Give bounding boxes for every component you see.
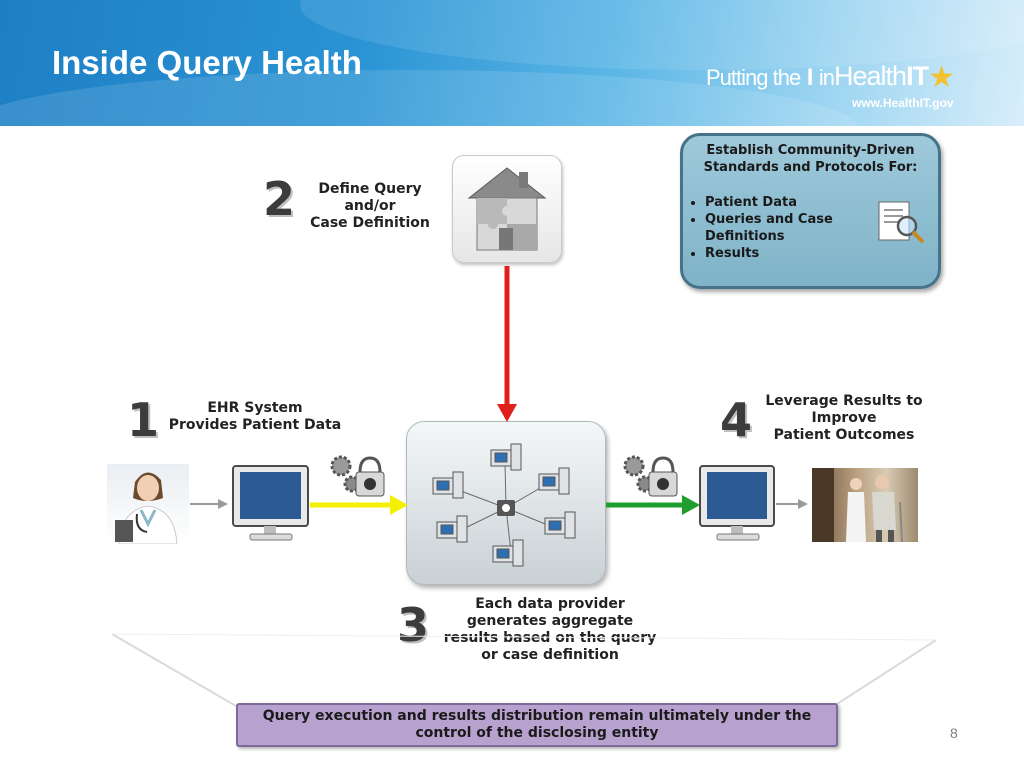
standards-item: Patient Data [705,194,833,211]
step-2-line: and/or [344,198,396,214]
perspective-line-right [833,639,937,707]
puzzle-house-box [452,155,562,263]
gray-arrow-left [190,499,228,509]
step-2-line: Define Query [318,181,422,197]
standards-box: Establish Community-Driven Standards and… [680,133,941,289]
step-4-line: Patient Outcomes [773,427,915,443]
doctor-photo [107,464,189,544]
step-2-line: Case Definition [310,215,430,231]
footer-note-line: control of the disclosing entity [415,725,659,741]
computer-monitor-icon [699,465,775,541]
standards-heading-line: Establish Community-Driven [706,143,915,158]
page-number: 8 [950,725,958,741]
step-1-label: EHR System Provides Patient Data [160,400,350,434]
standards-heading: Establish Community-Driven Standards and… [683,142,938,176]
footer-note: Query execution and results distribution… [236,703,838,747]
patient-nurse-icon [812,468,903,542]
step-3-line: Each data provider [475,596,625,612]
brand-it: IT [906,61,929,91]
step-4-line: Leverage Results to [765,393,923,409]
doctor-icon [115,472,178,544]
step-3-label: Each data provider generates aggregate r… [432,596,668,664]
footer-note-line: Query execution and results distribution… [262,708,812,724]
perspective-line-top [111,633,937,641]
gray-arrow-right [776,499,808,509]
slide-title: Inside Query Health [52,44,362,81]
server-network-icon [432,443,576,567]
step-3-line: generates aggregate [466,613,634,629]
standards-heading-line: Standards and Protocols For: [703,160,918,175]
standards-item: Queries and Case [705,211,833,228]
perspective-line-left [111,633,237,707]
step-1-line: EHR System [207,400,303,416]
magnifier-document-icon [878,201,925,244]
red-arrow [497,266,517,422]
brand-putting: Putting the [706,65,801,90]
slide-header: Inside Query Health Putting the I inHeal… [0,0,1024,126]
step-1-number: 1 [127,393,160,447]
puzzle-house-icon [467,167,547,251]
step-2-number: 2 [263,172,296,226]
gears-lock-icon [623,455,678,497]
step-3-number: 3 [397,598,430,652]
standards-item: Definitions [705,229,785,244]
step-2-label: Define Query and/or Case Definition [300,181,440,232]
computer-monitor-icon [232,465,309,541]
brand-health: Health [834,61,907,91]
step-1-line: Provides Patient Data [168,417,342,433]
server-units [432,443,576,567]
data-provider-network [406,421,606,585]
step-4-number: 4 [720,393,753,447]
standards-item: Results [705,245,833,262]
star-icon: ★ [928,61,955,94]
yellow-arrow [310,495,408,515]
brand-in: in [818,65,835,90]
patient-outcome-photo [812,468,918,542]
step-4-label: Leverage Results to Improve Patient Outc… [754,393,934,444]
healthit-logo: Putting the I inHealthIT★ [706,58,955,94]
brand-i: I [806,64,814,91]
gears-lock-icon [330,455,385,497]
step-3-line: results based on the query [443,630,657,646]
brand-url: www.HealthIT.gov [852,96,954,110]
step-4-line: Improve [811,410,877,426]
green-arrow [606,495,700,515]
standards-list: Patient Data Queries and Case Definition… [689,194,833,262]
step-3-line: or case definition [481,647,619,663]
